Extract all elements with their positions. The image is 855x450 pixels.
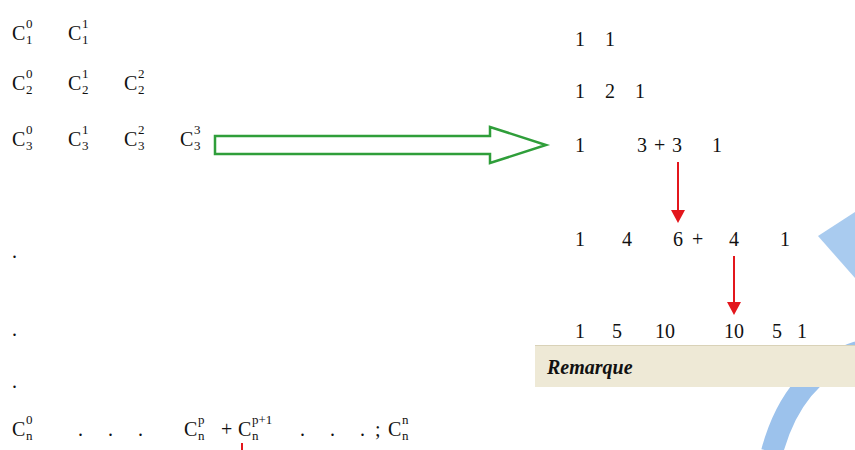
coefficient-letter: C — [238, 418, 251, 440]
green-arrow — [215, 127, 546, 163]
subscript-index: 3 — [194, 139, 201, 153]
red-arrow-line — [677, 162, 679, 212]
coefficient-letter: C — [180, 128, 193, 150]
subscript-index: 2 — [138, 83, 145, 97]
triangle-number: 1 — [575, 228, 585, 250]
superscript-index: 2 — [138, 123, 145, 137]
coefficient-letter: C — [12, 22, 25, 44]
coefficient-letter: C — [68, 128, 81, 150]
watermark-shape — [818, 212, 855, 278]
triangle-number: + — [221, 418, 232, 440]
triangle-number: 10 — [724, 320, 744, 342]
coefficient-letter: C — [12, 72, 25, 94]
triangle-number: 1 — [712, 134, 722, 156]
superscript-index: p+1 — [252, 413, 272, 427]
superscript-index: 0 — [26, 67, 33, 81]
coefficient-letter: C — [388, 418, 401, 440]
subscript-index: 2 — [26, 83, 33, 97]
triangle-number: 1 — [575, 80, 585, 102]
coefficient-letter: C — [12, 128, 25, 150]
superscript-index: 1 — [82, 123, 89, 137]
superscript-index: n — [402, 413, 409, 427]
subscript-index: n — [26, 429, 33, 443]
subscript-index: 2 — [82, 83, 89, 97]
remark-heading: Remarque — [547, 356, 633, 378]
triangle-number: 6 — [673, 228, 683, 250]
ellipsis-dots: . . . — [78, 418, 153, 440]
triangle-number: 2 — [605, 80, 615, 102]
subscript-index: n — [252, 429, 259, 443]
superscript-index: 2 — [138, 67, 145, 81]
red-arrow-line — [733, 256, 735, 304]
subscript-index: 1 — [26, 33, 33, 47]
superscript-index: 0 — [26, 123, 33, 137]
coefficient-letter: C — [12, 418, 25, 440]
red-arrow-head — [727, 302, 741, 315]
superscript-index: p — [198, 413, 205, 427]
subscript-index: 3 — [138, 139, 145, 153]
superscript-index: 1 — [82, 67, 89, 81]
subscript-index: 3 — [82, 139, 89, 153]
coefficient-letter: C — [68, 72, 81, 94]
superscript-index: 0 — [26, 17, 33, 31]
superscript-index: 1 — [82, 17, 89, 31]
remark-band: Remarque — [535, 345, 855, 387]
triangle-number: 4 — [622, 228, 632, 250]
superscript-index: 0 — [26, 413, 33, 427]
ellipsis-dots: . . .; — [300, 418, 391, 440]
coefficient-letter: C — [184, 418, 197, 440]
coefficient-letter: C — [124, 72, 137, 94]
triangle-number: 1 — [605, 28, 615, 50]
subscript-index: 3 — [26, 139, 33, 153]
triangle-number: . — [12, 370, 17, 392]
coefficient-letter: C — [68, 22, 81, 44]
superscript-index: 3 — [194, 123, 201, 137]
triangle-number: 1 — [575, 134, 585, 156]
red-tick — [241, 443, 243, 450]
subscript-index: n — [402, 429, 409, 443]
red-arrow-head — [671, 210, 685, 223]
triangle-number: + — [692, 228, 703, 250]
triangle-number: 1 — [575, 320, 585, 342]
triangle-number: + — [654, 134, 665, 156]
triangle-number: . — [12, 318, 17, 340]
triangle-number: 4 — [729, 228, 739, 250]
triangle-number: 3 — [637, 134, 647, 156]
subscript-index: n — [198, 429, 205, 443]
triangle-number: 1 — [797, 320, 807, 342]
triangle-number: 1 — [780, 228, 790, 250]
triangle-number: 1 — [635, 80, 645, 102]
triangle-number: 10 — [655, 320, 675, 342]
triangle-number: 1 — [575, 28, 585, 50]
triangle-number: 5 — [772, 320, 782, 342]
triangle-number: 5 — [612, 320, 622, 342]
triangle-number: . — [12, 240, 17, 262]
subscript-index: 1 — [82, 33, 89, 47]
triangle-number: 3 — [672, 134, 682, 156]
coefficient-letter: C — [124, 128, 137, 150]
